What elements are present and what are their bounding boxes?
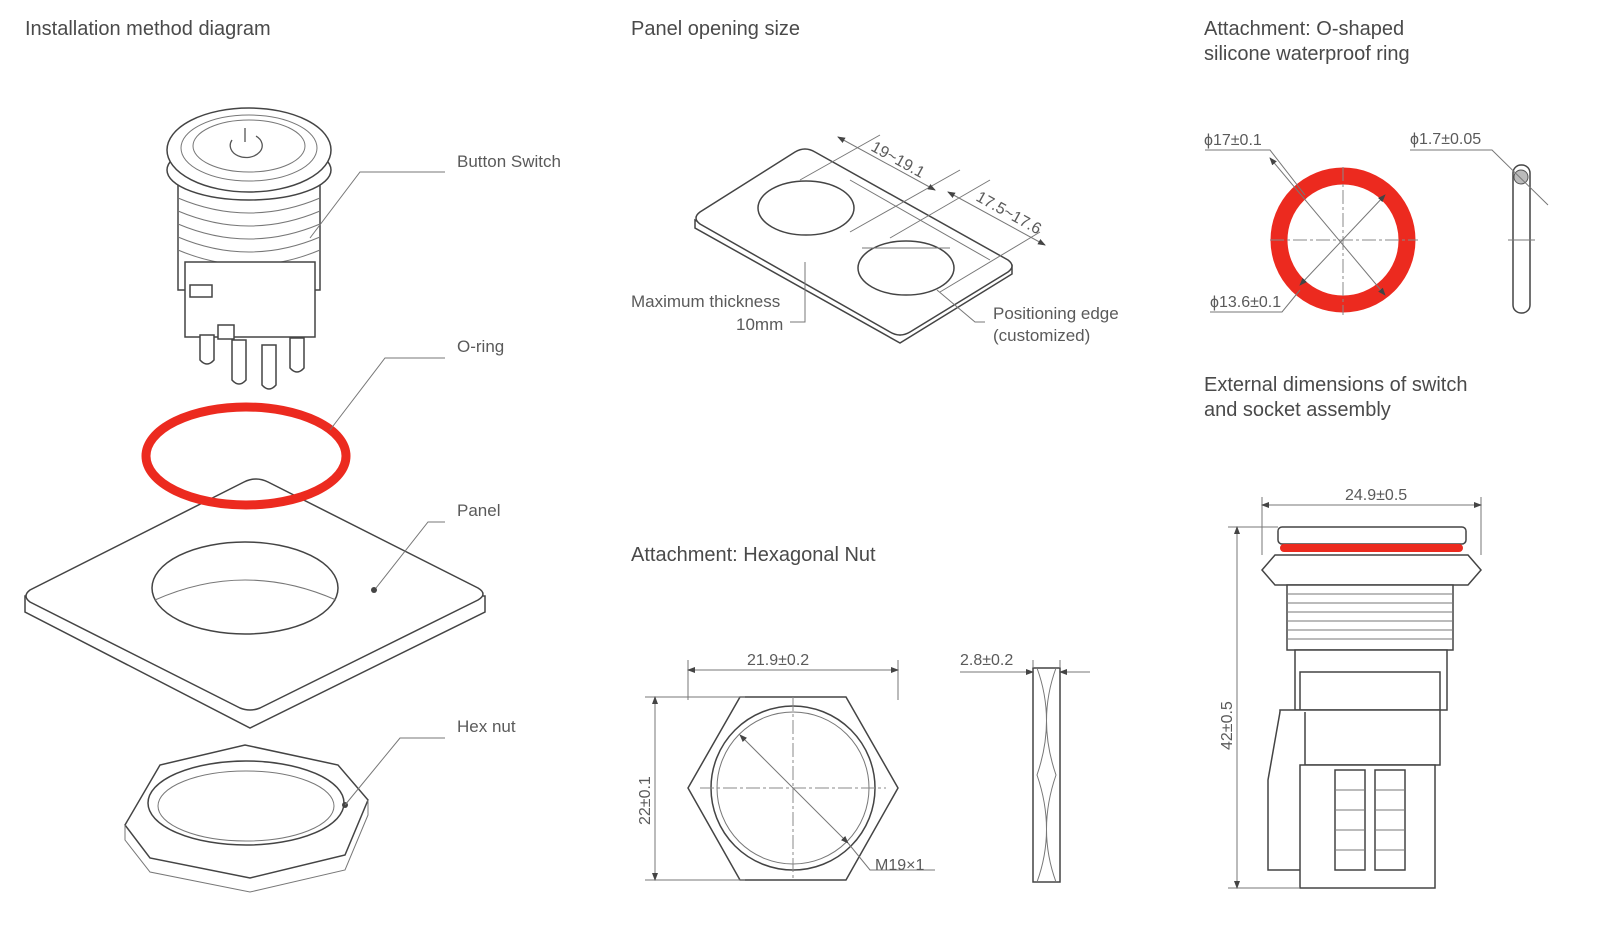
label-o-ring: O-ring [457, 337, 504, 356]
label-hex-nut: Hex nut [457, 717, 516, 736]
hex-nut-section: Attachment: Hexagonal Nut M19×1 21.9±0.2… [631, 544, 1090, 883]
positioning-edge-note: (customized) [993, 326, 1090, 345]
o-ring-title-line2: silicone waterproof ring [1204, 43, 1410, 65]
installation-section: Installation method diagram Button Switc… [24, 18, 561, 893]
assembly-width: 24.9±0.5 [1345, 487, 1407, 504]
assembly-title-line1: External dimensions of switch [1204, 374, 1467, 396]
hex-nut-title: Attachment: Hexagonal Nut [631, 544, 876, 566]
o-ring-outer-diameter: ϕ17±0.1 [1204, 132, 1262, 149]
dim-large-hole: 19~19.1 [868, 139, 927, 182]
o-ring-inner-diameter: ϕ13.6±0.1 [1210, 294, 1281, 311]
o-ring-title-line1: Attachment: O-shaped [1204, 18, 1404, 40]
hex-nut-thread: M19×1 [875, 857, 924, 874]
o-ring-cross-section: ϕ1.7±0.05 [1410, 131, 1481, 148]
label-panel: Panel [457, 501, 500, 520]
thickness-value: 10mm [736, 315, 783, 334]
panel-drawing [24, 478, 486, 729]
positioning-edge-label: Positioning edge [993, 304, 1119, 323]
hex-nut-thickness: 2.8±0.2 [960, 652, 1013, 669]
dim-small-hole: 17.5~17.6 [973, 189, 1044, 239]
hex-nut-height: 22±0.1 [637, 776, 654, 825]
panel-opening-section: Panel opening size 19~19.1 17.5~17.6 Max… [631, 18, 1119, 345]
assembly-drawing [1261, 526, 1482, 889]
o-ring-drawing [141, 402, 351, 510]
o-ring-attachment-section: Attachment: O-shaped silicone waterproof… [1204, 18, 1549, 315]
label-button-switch: Button Switch [457, 152, 561, 171]
hex-nut-drawing [124, 744, 369, 893]
o-ring-side-view [1512, 164, 1531, 314]
hex-nut-side-view [1032, 667, 1061, 883]
hex-nut-width: 21.9±0.2 [747, 652, 809, 669]
thickness-label: Maximum thickness [631, 292, 780, 311]
assembly-height: 42±0.5 [1219, 701, 1236, 750]
assembly-section: External dimensions of switch and socket… [1204, 374, 1482, 889]
installation-title: Installation method diagram [25, 18, 271, 40]
power-symbol-icon [229, 128, 263, 159]
panel-opening-title: Panel opening size [631, 18, 800, 40]
button-switch-drawing [166, 107, 332, 390]
assembly-title-line2: and socket assembly [1204, 399, 1391, 421]
